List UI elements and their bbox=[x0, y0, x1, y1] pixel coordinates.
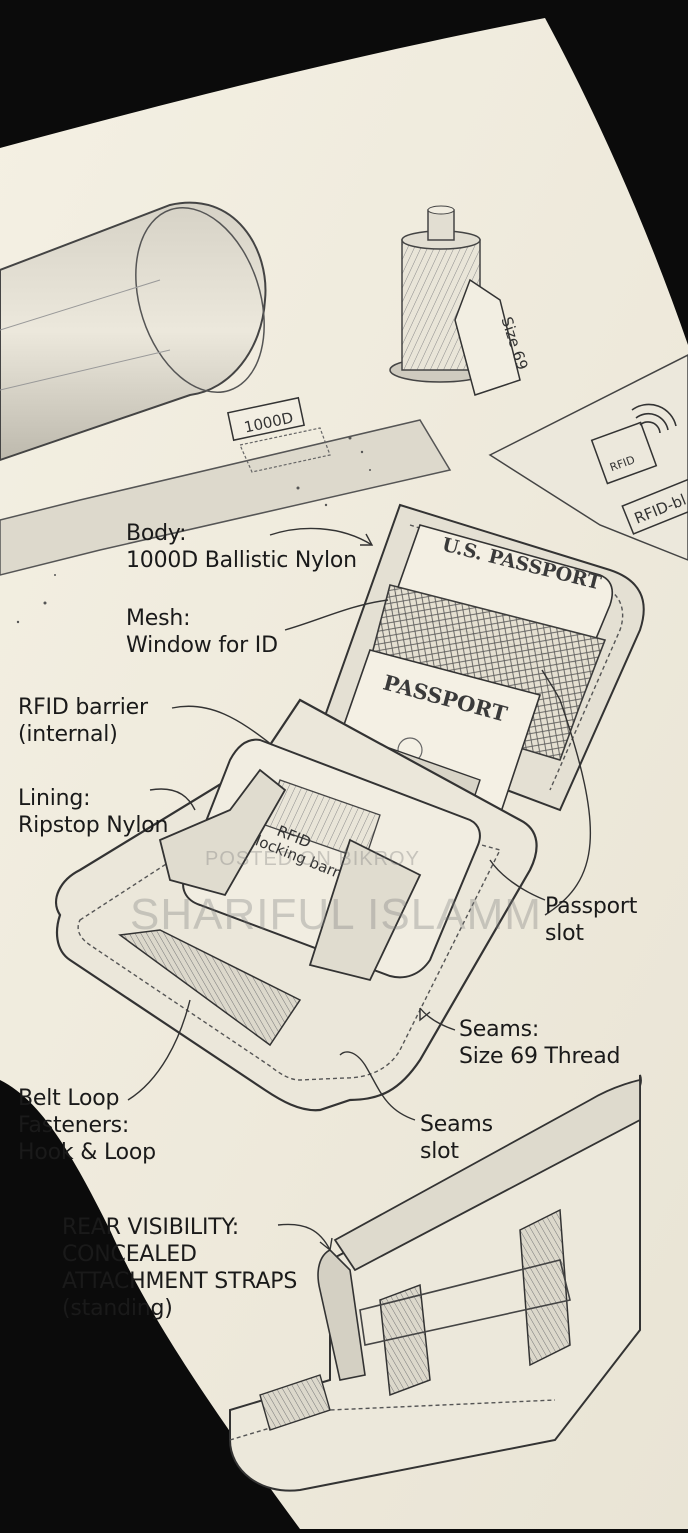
label-seams-thread-value: Size 69 Thread bbox=[459, 1044, 621, 1069]
label-lining: Lining: Ripstop Nylon bbox=[18, 785, 168, 839]
leader-lines bbox=[127, 527, 592, 1252]
fabric-roll-illustration: 1000D bbox=[0, 201, 452, 576]
label-rear-line2: CONCEALED bbox=[62, 1242, 197, 1267]
label-passport-slot: Passport slot bbox=[545, 893, 637, 947]
label-body: Body: 1000D Ballistic Nylon bbox=[126, 520, 357, 574]
wallet-illustration: U.S. PASSPORT PASSPORT RFID blocking bar… bbox=[54, 503, 645, 1112]
label-seams-thread: Seams: Size 69 Thread bbox=[459, 1016, 620, 1070]
label-body-title: Body: bbox=[126, 521, 187, 546]
label-seams-slot-title: Seams bbox=[420, 1112, 493, 1137]
label-belt-loop: Belt Loop Fasteners: Hook & Loop bbox=[18, 1085, 156, 1166]
label-rfid-barrier: RFID barrier (internal) bbox=[18, 694, 148, 748]
label-passport-slot-title: Passport bbox=[545, 894, 638, 919]
label-rear-line3: ATTACHMENT STRAPS bbox=[62, 1269, 298, 1294]
rfid-card-illustration: RFID RFID-bl bbox=[488, 354, 688, 561]
thread-spool-illustration: Size 69 bbox=[389, 205, 531, 396]
label-seams-slot-value: slot bbox=[420, 1139, 459, 1164]
label-rfid-barrier-value: (internal) bbox=[18, 722, 118, 747]
label-body-value: 1000D Ballistic Nylon bbox=[126, 548, 357, 573]
label-passport-slot-value: slot bbox=[545, 921, 584, 946]
label-belt-loop-line2: Fasteners: bbox=[18, 1113, 130, 1138]
label-seams-slot: Seams slot bbox=[420, 1111, 493, 1165]
label-belt-loop-line3: Hook & Loop bbox=[18, 1140, 156, 1165]
label-mesh-title: Mesh: bbox=[126, 606, 191, 631]
watermark-line1: POSTED ON BIKROY bbox=[205, 848, 420, 870]
label-rear-line1: REAR VISIBILITY: bbox=[62, 1215, 240, 1240]
label-lining-value: Ripstop Nylon bbox=[18, 813, 169, 838]
watermark-line2: SHARIFUL ISLAMM bbox=[130, 890, 542, 939]
label-rear-visibility: REAR VISIBILITY: CONCEALED ATTACHMENT ST… bbox=[62, 1214, 297, 1322]
label-rfid-barrier-title: RFID barrier bbox=[18, 695, 148, 720]
label-belt-loop-line1: Belt Loop bbox=[18, 1086, 120, 1111]
rear-view-wallet-illustration bbox=[229, 1074, 642, 1492]
label-lining-title: Lining: bbox=[18, 786, 91, 811]
label-mesh: Mesh: Window for ID bbox=[126, 605, 278, 659]
label-rear-line4: (standing) bbox=[62, 1296, 173, 1321]
label-mesh-value: Window for ID bbox=[126, 633, 278, 658]
debris-specks bbox=[16, 436, 371, 624]
label-seams-thread-title: Seams: bbox=[459, 1017, 540, 1042]
